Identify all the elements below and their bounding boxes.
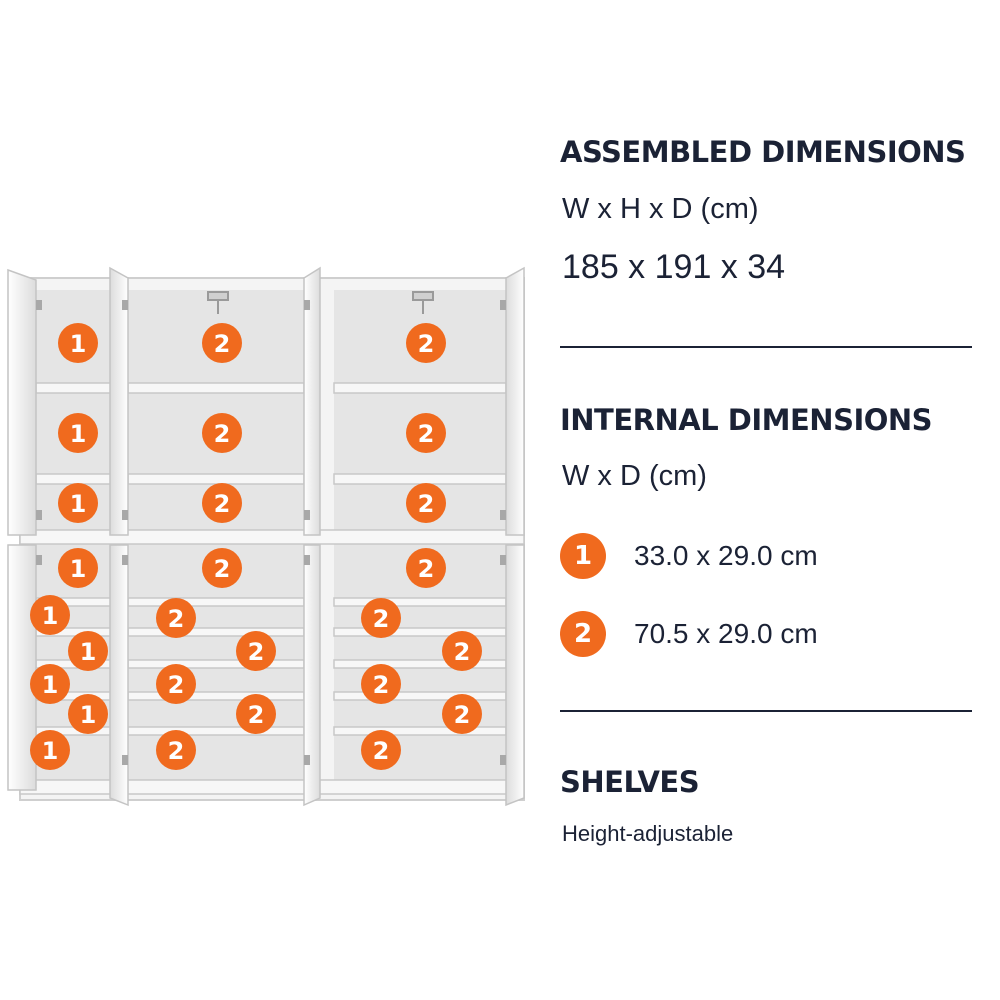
assembled-units: W x H x D (cm) (562, 193, 759, 225)
assembled-heading: ASSEMBLED DIMENSIONS (560, 135, 966, 169)
door-second-upper (109, 266, 129, 536)
svg-text:1: 1 (70, 420, 87, 448)
marker-2: 2 (406, 548, 446, 588)
svg-text:2: 2 (373, 737, 390, 765)
marker-2: 2 (156, 730, 196, 770)
marker-2: 2 (361, 730, 401, 770)
marker-2: 2 (156, 598, 196, 638)
svg-text:1: 1 (70, 555, 87, 583)
svg-text:2: 2 (248, 701, 265, 729)
marker-2: 2 (236, 694, 276, 734)
marker-2: 2 (361, 664, 401, 704)
hanging-fitting-right (412, 291, 434, 314)
svg-text:2: 2 (418, 330, 435, 358)
marker-2: 2 (406, 413, 446, 453)
doors (7, 266, 525, 807)
svg-text:1: 1 (42, 737, 59, 765)
marker-1: 1 (30, 664, 70, 704)
internal-heading: INTERNAL DIMENSIONS (560, 403, 933, 437)
hanging-fitting-middle (207, 291, 229, 314)
door-third-upper (303, 266, 321, 536)
marker-1: 1 (68, 631, 108, 671)
marker-2: 2 (442, 631, 482, 671)
marker-2-badge: 2 (560, 611, 606, 657)
marker-2: 2 (202, 413, 242, 453)
svg-text:2: 2 (214, 490, 231, 518)
svg-text:2: 2 (454, 638, 471, 666)
shelves-note: Height-adjustable (562, 821, 734, 846)
svg-text:2: 2 (418, 555, 435, 583)
legend-value-2: 70.5 x 29.0 cm (634, 618, 818, 649)
svg-text:1: 1 (42, 602, 59, 630)
svg-text:1: 1 (70, 330, 87, 358)
marker-2: 2 (202, 323, 242, 363)
marker-1: 1 (30, 595, 70, 635)
svg-text:1: 1 (42, 671, 59, 699)
marker-2: 2 (361, 598, 401, 638)
marker-2: 2 (156, 664, 196, 704)
door-left-lower (7, 544, 37, 791)
door-left-upper (7, 268, 37, 536)
marker-1: 1 (30, 730, 70, 770)
svg-text:2: 2 (214, 330, 231, 358)
svg-text:2: 2 (168, 671, 185, 699)
svg-text:2: 2 (214, 555, 231, 583)
internal-units: W x D (cm) (562, 460, 707, 492)
marker-1: 1 (58, 413, 98, 453)
door-third-lower (303, 544, 321, 807)
svg-text:2: 2 (454, 701, 471, 729)
marker-2: 2 (202, 483, 242, 523)
svg-text:1: 1 (70, 490, 87, 518)
legend-item-1: 1 33.0 x 29.0 cm (560, 533, 818, 579)
marker-1: 1 (58, 548, 98, 588)
svg-text:2: 2 (373, 605, 390, 633)
svg-text:2: 2 (418, 420, 435, 448)
divider (560, 710, 972, 712)
assembled-value: 185 x 191 x 34 (562, 248, 786, 286)
svg-text:1: 1 (80, 638, 97, 666)
marker-1: 1 (68, 694, 108, 734)
door-right-lower (505, 544, 525, 807)
svg-text:2: 2 (418, 490, 435, 518)
svg-text:2: 2 (214, 420, 231, 448)
svg-text:2: 2 (373, 671, 390, 699)
legend-value-1: 33.0 x 29.0 cm (634, 540, 818, 571)
door-second-lower (109, 544, 129, 807)
svg-text:1: 1 (80, 701, 97, 729)
marker-2: 2 (202, 548, 242, 588)
marker-1-badge: 1 (560, 533, 606, 579)
marker-2: 2 (406, 323, 446, 363)
marker-2: 2 (236, 631, 276, 671)
marker-2: 2 (406, 483, 446, 523)
shelves-heading: SHELVES (560, 765, 700, 799)
svg-text:2: 2 (168, 605, 185, 633)
svg-text:2: 2 (168, 737, 185, 765)
marker-1: 1 (58, 483, 98, 523)
marker-1: 1 (58, 323, 98, 363)
svg-text:2: 2 (248, 638, 265, 666)
door-right-upper (505, 266, 525, 536)
marker-2: 2 (442, 694, 482, 734)
cabinet-illustration: 1 1 1 1 1 1 1 1 1 2 2 2 (7, 266, 525, 807)
divider (560, 346, 972, 348)
legend-item-2: 2 70.5 x 29.0 cm (560, 611, 818, 657)
